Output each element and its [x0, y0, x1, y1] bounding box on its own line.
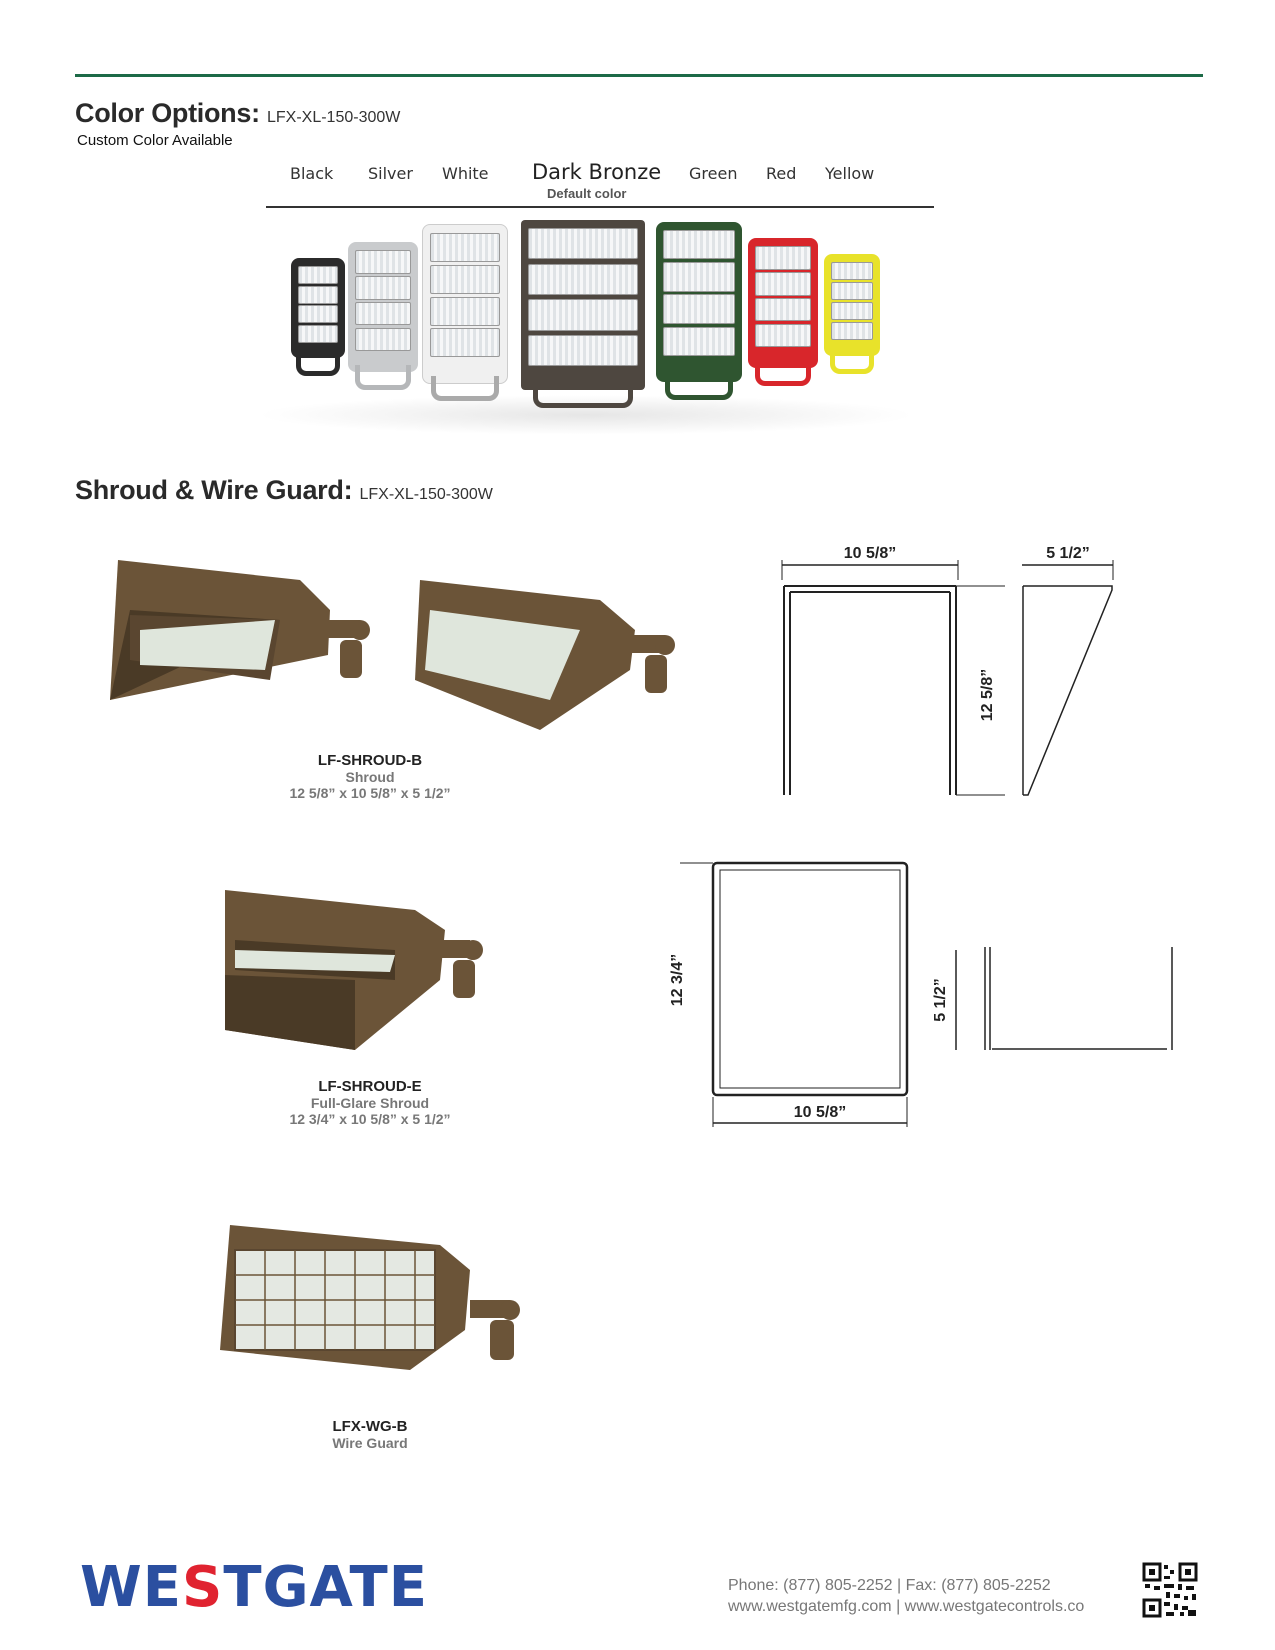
- product-name: Wire Guard: [332, 1435, 408, 1451]
- dim-depth-e: 5 1/2”: [932, 978, 949, 1022]
- shroud-model: LFX-XL-150-300W: [359, 486, 493, 503]
- dim-height-e: 12 3/4”: [669, 954, 686, 1006]
- logo-part: TGATE: [223, 1555, 428, 1620]
- fixture-dark-bronze: [521, 220, 645, 408]
- website-link-mfg[interactable]: www.westgatemfg.com: [728, 1598, 892, 1615]
- shroud-title: Shroud & Wire Guard:: [75, 475, 353, 505]
- color-label-yellow: Yellow: [825, 164, 875, 183]
- shroud-e-photo: [225, 890, 483, 1050]
- product-dims: 12 5/8” x 10 5/8” x 5 1/2”: [289, 785, 451, 801]
- dim-depth-b: 5 1/2”: [1046, 545, 1090, 562]
- dim-width-b: 10 5/8”: [844, 545, 896, 562]
- wire-guard-photo: [220, 1225, 520, 1370]
- product-name: Full-Glare Shroud: [310, 1095, 430, 1111]
- westgate-logo: WESTGATE: [80, 1555, 428, 1620]
- fixture-yellow: [824, 254, 880, 374]
- product-sku: LFX-WG-B: [332, 1418, 408, 1435]
- shroud-b-photo-2: [415, 580, 675, 730]
- shroud-e-dimension-diagram: 12 3/4” 10 5/8” 5 1/2”: [669, 861, 1173, 1127]
- fixture-green: [656, 222, 742, 400]
- phone-number: Phone: (877) 805-2252: [728, 1577, 893, 1594]
- product-label-shroud-e: LF-SHROUD-E Full-Glare Shroud 12 3/4” x …: [250, 1078, 490, 1127]
- product-sku: LF-SHROUD-E: [318, 1078, 422, 1095]
- color-options-title: Color Options:: [75, 98, 260, 128]
- default-color-note: Default color: [547, 186, 627, 201]
- dim-width-e: 10 5/8”: [794, 1104, 846, 1121]
- color-label-green: Green: [689, 164, 738, 183]
- header-rule: [75, 74, 1203, 77]
- logo-part: WE: [80, 1555, 183, 1620]
- fixture-red: [748, 238, 818, 386]
- product-label-wire-guard: LFX-WG-B Wire Guard: [280, 1418, 460, 1451]
- color-label-white: White: [442, 164, 489, 183]
- fixture-white: [422, 224, 508, 401]
- logo-accent: S: [182, 1555, 224, 1620]
- fixture-silver: [348, 242, 418, 390]
- color-options-heading: Color Options: LFX-XL-150-300W: [75, 98, 400, 129]
- color-options-model: LFX-XL-150-300W: [266, 109, 401, 126]
- product-dims: 12 3/4” x 10 5/8” x 5 1/2”: [289, 1111, 451, 1127]
- color-label-red: Red: [766, 164, 797, 183]
- product-name: Shroud: [345, 769, 395, 785]
- floor-shadow: [256, 395, 916, 435]
- footer-contact: Phone: (877) 805-2252 | Fax: (877) 805-2…: [728, 1575, 1084, 1617]
- fax-number: | Fax: (877) 805-2252: [897, 1577, 1051, 1594]
- dim-height-b: 12 5/8”: [979, 669, 996, 721]
- color-label-silver: Silver: [368, 164, 413, 183]
- color-name-row: Black Silver White Dark Bronze Green Red…: [266, 160, 934, 208]
- qr-code-icon[interactable]: [1142, 1562, 1198, 1618]
- website-link-controls[interactable]: | www.westgatecontrols.co: [896, 1598, 1085, 1615]
- color-label-black: Black: [290, 164, 334, 183]
- color-label-dark-bronze: Dark Bronze: [532, 160, 662, 184]
- fixture-black: [291, 258, 345, 376]
- product-label-shroud-b: LF-SHROUD-B Shroud 12 5/8” x 10 5/8” x 5…: [250, 752, 490, 801]
- product-sku: LF-SHROUD-B: [317, 752, 423, 769]
- custom-color-note: Custom Color Available: [77, 132, 233, 149]
- shroud-b-dimension-diagram: 10 5/8” 12 5/8” 5 1/2”: [781, 545, 1114, 796]
- shroud-heading: Shroud & Wire Guard: LFX-XL-150-300W: [75, 475, 493, 506]
- color-fixtures-image: [256, 210, 916, 435]
- shroud-b-photo-1: [110, 560, 370, 700]
